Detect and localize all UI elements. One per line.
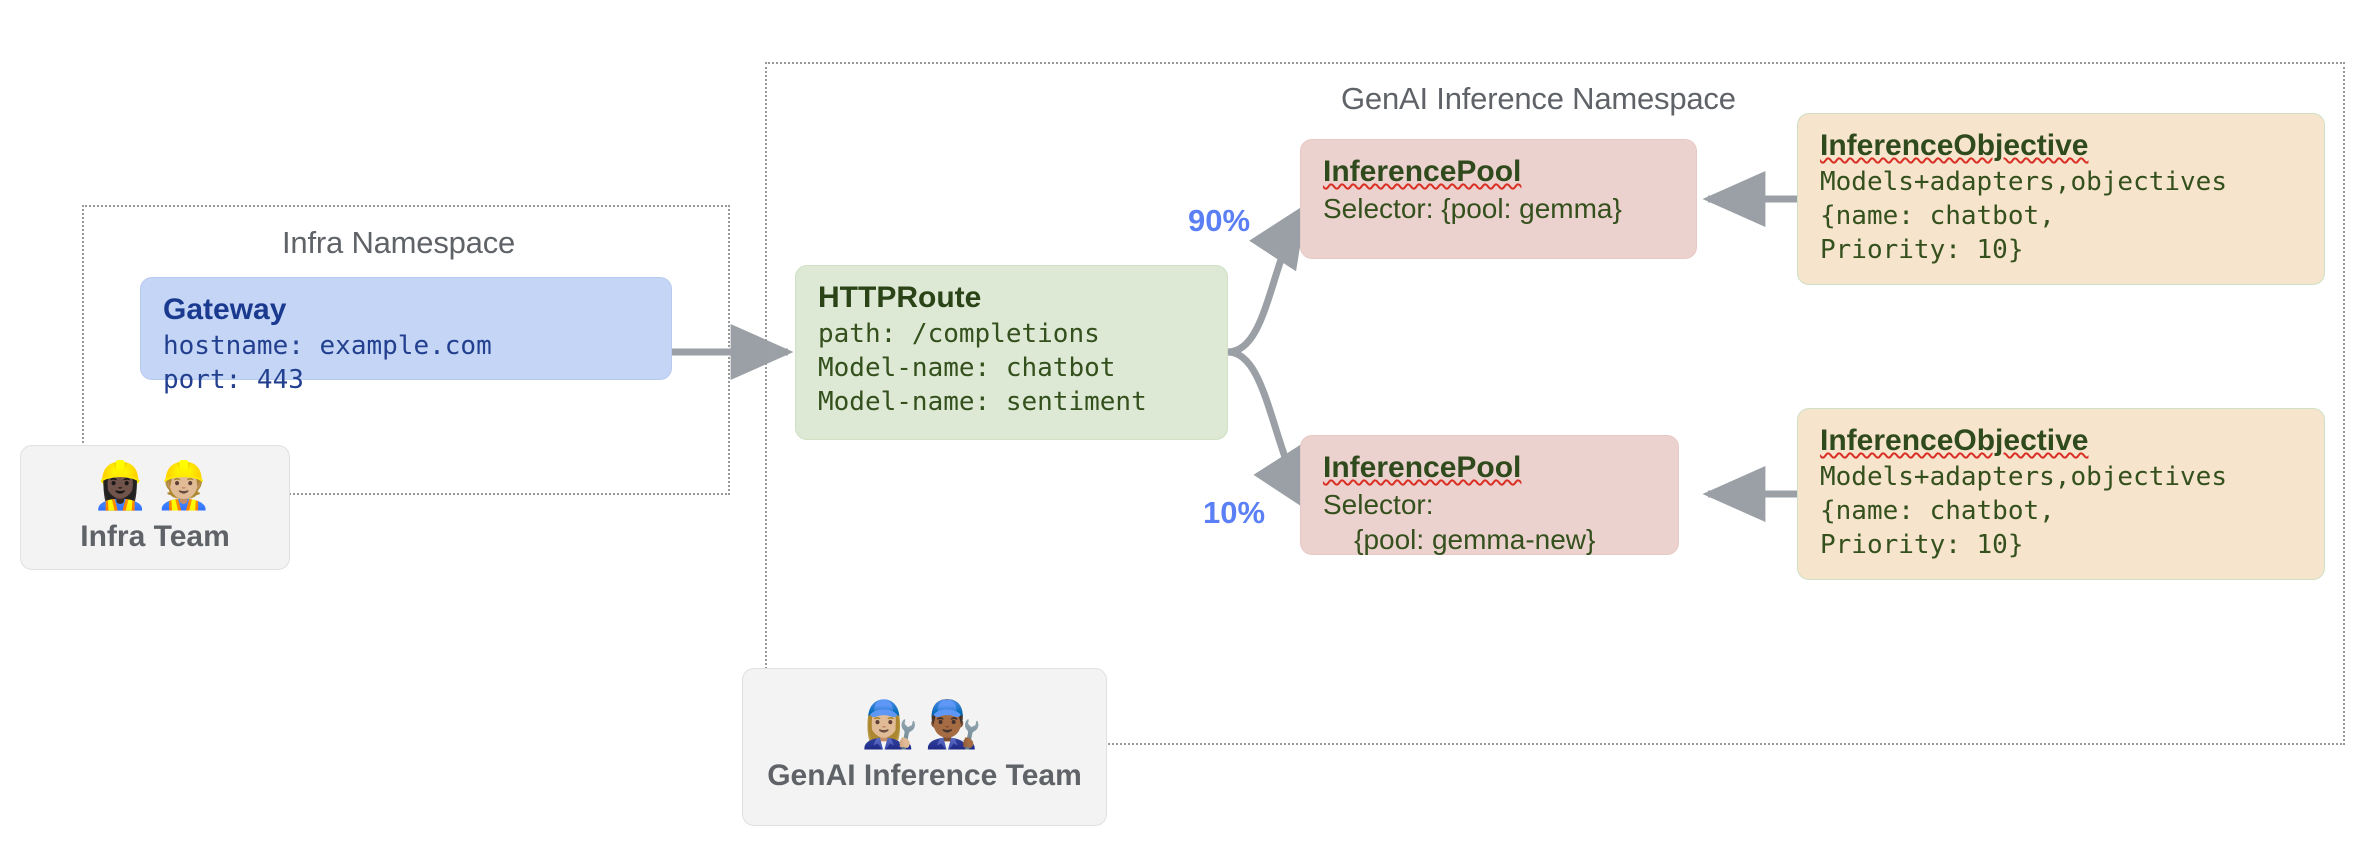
httproute-box[interactable]: HTTPRoute path: /completions Model-name:… <box>795 265 1228 440</box>
inferenceobjective-top-models: Models+adapters,objectives <box>1820 166 2227 197</box>
inferenceobjective-bottom-priority: Priority: 10} <box>1820 530 2024 561</box>
genai-team-avatars: 👩🏼‍🔧👨🏾‍🔧 <box>861 697 988 751</box>
inferencepool-gemma-new-box[interactable]: InferencePool Selector: {pool: gemma-new… <box>1300 435 1679 555</box>
gateway-port: port: 443 <box>163 364 304 395</box>
weight-label-90: 90% <box>1188 203 1251 238</box>
weight-label-10: 10% <box>1203 495 1266 530</box>
inferenceobjective-top-name: {name: chatbot, <box>1820 200 2055 231</box>
infra-team-label: Infra Team <box>80 519 230 553</box>
inferenceobjective-bottom-models: Models+adapters,objectives <box>1820 461 2227 492</box>
inferencepool-gemma-new-selector-label: Selector: <box>1323 488 1434 520</box>
infra-team-avatars: 👷🏿‍♀️👷🏼 <box>91 457 219 512</box>
httproute-model-sentiment: Model-name: sentiment <box>818 387 1147 418</box>
inferenceobjective-bottom-box[interactable]: InferenceObjective Models+adapters,objec… <box>1797 408 2325 580</box>
inferencepool-gemma-new-title: InferencePool <box>1323 451 1522 484</box>
inferencepool-gemma-title: InferencePool <box>1323 155 1522 188</box>
inferencepool-gemma-selector: Selector: {pool: gemma} <box>1323 192 1622 224</box>
httproute-path: path: /completions <box>818 318 1100 349</box>
inferenceobjective-top-title: InferenceObjective <box>1820 129 2089 162</box>
inferenceobjective-bottom-name: {name: chatbot, <box>1820 495 2055 526</box>
namespace-infra-title: Infra Namespace <box>282 225 516 260</box>
inferenceobjective-bottom-title: InferenceObjective <box>1820 424 2089 457</box>
genai-team-card[interactable]: 👩🏼‍🔧👨🏾‍🔧 GenAI Inference Team <box>742 668 1107 826</box>
httproute-title: HTTPRoute <box>818 281 982 314</box>
namespace-genai <box>765 62 2345 745</box>
gateway-hostname: hostname: example.com <box>163 330 492 361</box>
gateway-box[interactable]: Gateway hostname: example.com port: 443 <box>140 277 672 395</box>
inferenceobjective-top-priority: Priority: 10} <box>1820 235 2024 266</box>
inferencepool-gemma-new-selector-value: {pool: gemma-new} <box>1323 524 1596 556</box>
gateway-title: Gateway <box>163 293 287 326</box>
inferenceobjective-top-box[interactable]: InferenceObjective Models+adapters,objec… <box>1797 113 2325 285</box>
genai-team-label: GenAI Inference Team <box>767 759 1082 792</box>
inferencepool-gemma-box[interactable]: InferencePool Selector: {pool: gemma} <box>1300 139 1697 259</box>
httproute-model-chatbot: Model-name: chatbot <box>818 352 1116 383</box>
namespace-genai-title: GenAI Inference Namespace <box>1341 81 1736 116</box>
infra-team-card[interactable]: 👷🏿‍♀️👷🏼 Infra Team <box>20 445 290 570</box>
